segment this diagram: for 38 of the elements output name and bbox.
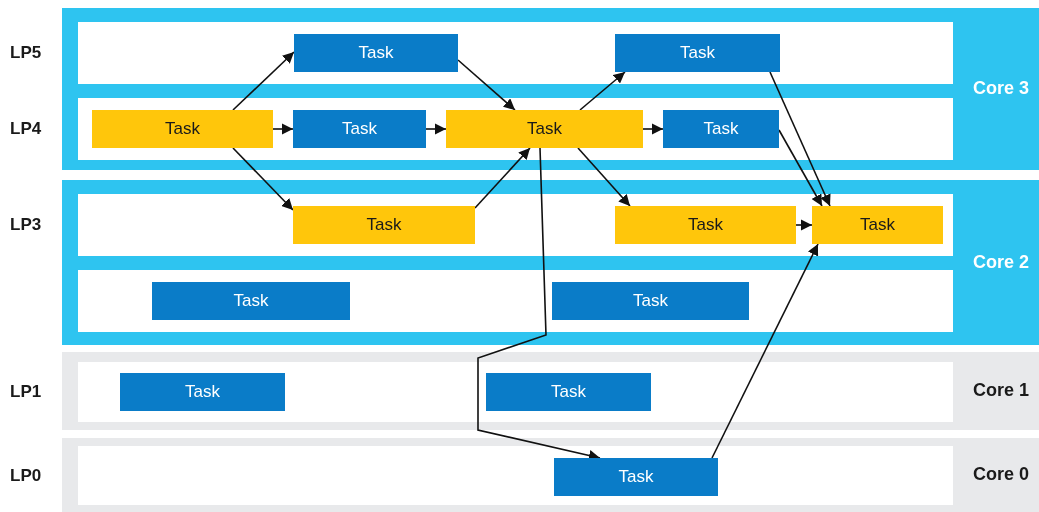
task-bar: Task [294,34,458,72]
arrow [769,71,831,207]
lane-label: LP4 [10,119,42,139]
task-bar: Task [152,282,350,320]
task-bar: Task [293,110,426,148]
core-label: Core 2 [972,251,1029,273]
task-bar: Task [92,110,273,148]
lane-label: LP0 [10,465,42,486]
task-bar: Task [120,373,285,411]
arrow [795,219,813,231]
core-label: Core 3 [972,78,1029,99]
arrow [474,147,531,209]
lane-row [78,270,953,332]
task-bar: Task [554,458,718,496]
arrow [232,147,294,211]
lane-label: LP1 [10,382,42,402]
task-bar: Task [615,206,796,244]
task-bar: Task [663,110,779,148]
task-bar: Task [446,110,643,148]
arrow [778,129,823,207]
arrow [457,59,516,111]
lane-label: LP3 [10,215,42,235]
lane-label: LP5 [10,43,42,63]
task-bar: Task [615,34,780,72]
arrow [232,51,295,111]
task-bar: Task [812,206,943,244]
arrow [477,147,601,461]
arrow [272,123,294,135]
arrow [579,71,626,111]
arrow [642,123,664,135]
task-bar: Task [486,373,651,411]
arrow [577,147,631,207]
core-label: Core 1 [972,380,1029,401]
arrow [711,243,819,459]
arrow [425,123,447,135]
core-label: Core 0 [972,464,1029,485]
task-bar: Task [552,282,749,320]
task-bar: Task [293,206,475,244]
